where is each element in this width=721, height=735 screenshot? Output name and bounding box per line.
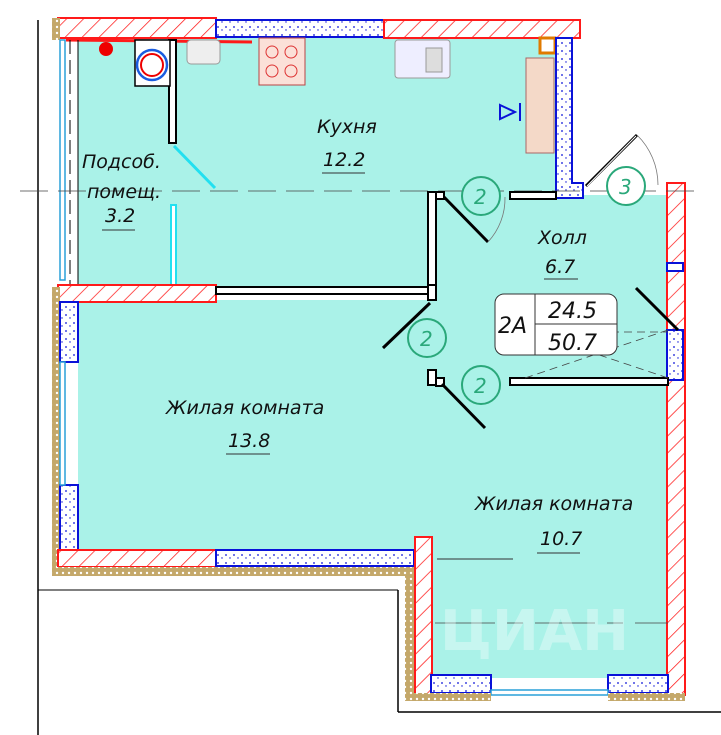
partition	[168, 39, 177, 144]
door-mark: 2	[461, 176, 501, 216]
sink-small-icon	[186, 39, 221, 65]
apartment-badge: 2A 24.5 50.7	[494, 293, 618, 356]
door-mark: 3	[606, 166, 646, 206]
door-mark: 2	[461, 365, 501, 405]
room-name-living-1: Жилая комната	[165, 397, 324, 419]
room-area-living-2: 10.7	[540, 528, 582, 550]
floor	[62, 38, 670, 678]
door-mark: 2	[407, 318, 447, 358]
wall-brick	[57, 284, 217, 303]
room-name-pantry-2: помещ.	[87, 181, 161, 203]
wall-brick	[383, 19, 581, 39]
wall-brick	[666, 182, 686, 696]
svg-text:3: 3	[619, 175, 632, 199]
outlet-icon	[538, 36, 557, 55]
svg-text:2: 2	[474, 374, 487, 398]
watermark: ЦИАН	[440, 599, 629, 664]
pantry-door	[172, 144, 217, 190]
window	[59, 39, 66, 281]
room-name-hall: Холл	[537, 227, 587, 249]
total-area: 50.7	[548, 331, 597, 356]
living-area: 24.5	[548, 299, 597, 324]
room-area-kitchen: 12.2	[323, 149, 365, 171]
ventilation-icon	[499, 103, 518, 121]
room-name-kitchen: Кухня	[317, 116, 377, 138]
room-name-pantry: Подсоб.	[82, 151, 161, 173]
window	[59, 361, 66, 486]
svg-text:2: 2	[420, 327, 433, 351]
apartment-type: 2A	[498, 314, 527, 339]
stove-icon	[258, 37, 306, 86]
wall-block	[555, 37, 584, 199]
room-area-living-1: 13.8	[228, 430, 270, 452]
svg-text:2: 2	[474, 185, 487, 209]
fridge-icon	[525, 57, 555, 154]
gas-meter-icon	[99, 42, 113, 56]
wall-block	[215, 19, 385, 38]
room-area-hall: 6.7	[545, 256, 575, 278]
room-name-living-2: Жилая комната	[474, 493, 633, 515]
room-area-pantry: 3.2	[105, 205, 135, 227]
wall-brick	[57, 17, 217, 39]
window	[490, 689, 609, 696]
